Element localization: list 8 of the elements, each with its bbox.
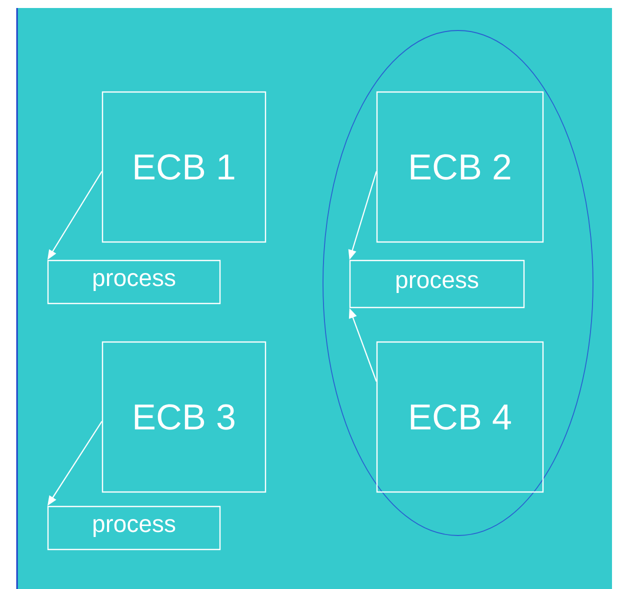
group-ellipse (322, 30, 594, 536)
process-box: process (47, 260, 221, 304)
ecb-box: ECB 3 (102, 341, 266, 493)
ecb-box: ECB 4 (376, 341, 544, 493)
ecb-box: ECB 1 (102, 91, 266, 243)
process-box: process (47, 506, 221, 550)
ecb-box: ECB 2 (376, 91, 544, 243)
process-box: process (349, 260, 525, 308)
